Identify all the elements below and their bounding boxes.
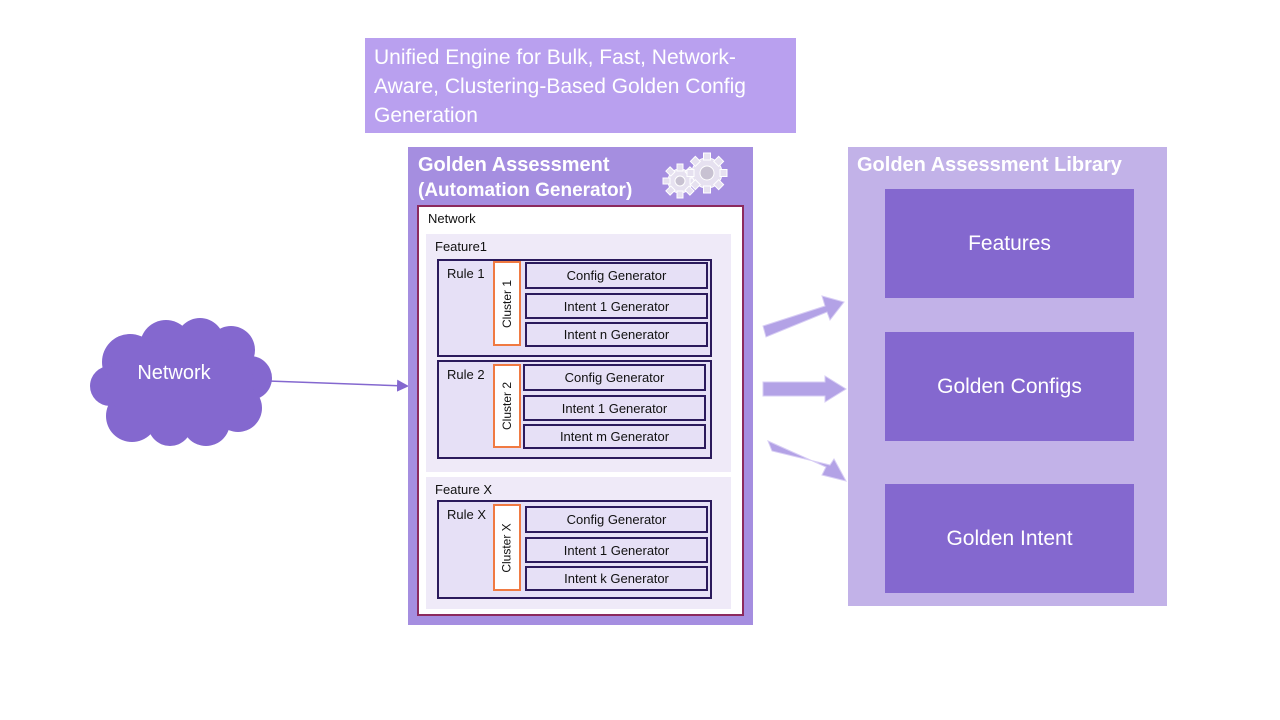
cluster-box: Cluster 2 <box>493 364 521 448</box>
rule-box: Rule 2 Cluster 2 Config Generator Intent… <box>437 360 712 459</box>
rule-label: Rule X <box>447 507 487 522</box>
cluster-label: Cluster 2 <box>500 381 514 431</box>
generator-box: Config Generator <box>523 364 706 391</box>
cluster-label: Cluster 1 <box>500 279 514 328</box>
feature-label: Feature1 <box>435 239 488 254</box>
generator-box: Config Generator <box>525 262 708 289</box>
rule-box: Rule X Cluster X Config Generator Intent… <box>437 500 712 599</box>
feature-label: Feature X <box>435 482 493 497</box>
rule-label: Rule 1 <box>447 266 485 281</box>
golden-assessment-library-panel: Golden Assessment Library Features Golde… <box>848 147 1167 606</box>
generator-box: Intent k Generator <box>525 566 708 591</box>
generator-box: Intent 1 Generator <box>525 293 708 319</box>
arrow-to-golden-intent <box>767 440 847 482</box>
network-cloud-label: Network <box>137 362 211 384</box>
generator-box: Intent 1 Generator <box>523 395 706 421</box>
generator-box: Config Generator <box>525 506 708 533</box>
library-item-golden-intent: Golden Intent <box>885 484 1134 593</box>
generator-box: Intent n Generator <box>525 322 708 347</box>
library-item-golden-configs: Golden Configs <box>885 332 1134 441</box>
feature-box: Feature X Rule X Cluster X Config Genera… <box>426 477 731 609</box>
output-arrows <box>762 295 847 482</box>
rule-label: Rule 2 <box>447 367 485 382</box>
cluster-label: Cluster X <box>500 522 515 573</box>
network-frame-label: Network <box>428 211 476 226</box>
library-item-features: Features <box>885 189 1134 298</box>
golden-assessment-title: Golden Assessment <box>418 154 610 176</box>
cluster-box: Cluster X <box>493 504 521 591</box>
gears-icon <box>662 152 728 199</box>
golden-assessment-panel: Golden Assessment (Automation Generator) <box>408 147 753 625</box>
arrow-to-features <box>762 295 845 338</box>
feature-box: Feature1 Rule 1 Cluster 1 Config Generat… <box>426 234 731 472</box>
golden-assessment-subtitle: (Automation Generator) <box>418 180 633 201</box>
generator-box: Intent m Generator <box>523 424 706 449</box>
rule-box: Rule 1 Cluster 1 Config Generator Intent… <box>437 259 712 357</box>
network-cloud <box>90 318 272 446</box>
network-frame: Network Feature1 Rule 1 Cluster 1 Config… <box>417 205 744 616</box>
arrow-to-golden-configs <box>762 375 847 403</box>
library-title: Golden Assessment Library <box>857 154 1122 176</box>
cluster-box: Cluster 1 <box>493 261 521 346</box>
generator-box: Intent 1 Generator <box>525 537 708 563</box>
title-banner: Unified Engine for Bulk, Fast, Network-A… <box>365 38 796 133</box>
